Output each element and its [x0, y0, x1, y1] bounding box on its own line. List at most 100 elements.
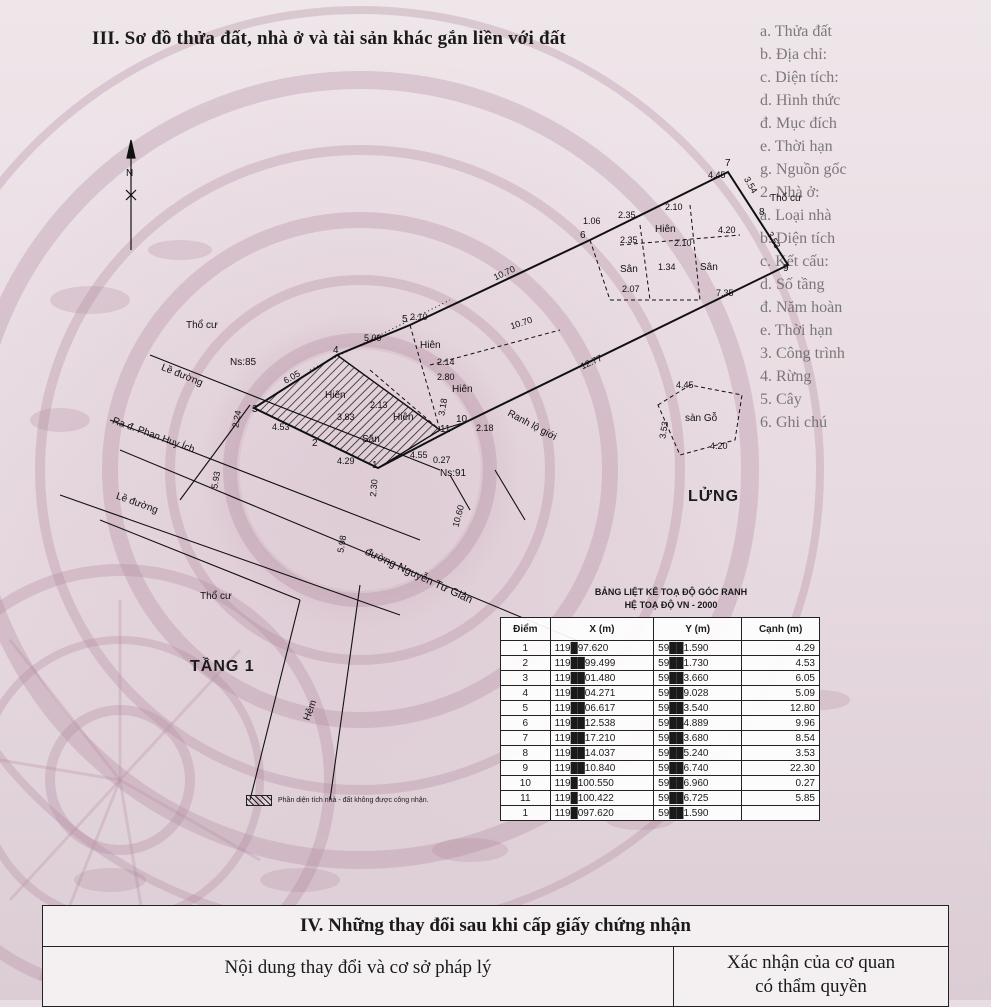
parcel-outline	[251, 170, 790, 470]
dim-label: 2.80	[437, 372, 455, 382]
bleed-line: c. Kết cấu:	[760, 253, 829, 270]
coord-y: 59██3.680	[653, 730, 743, 746]
coord-point: 1	[500, 805, 551, 821]
legend: Phần diện tích nhà - đất không được công…	[246, 795, 429, 806]
point-number: 6	[580, 230, 586, 241]
dim-label: 0.27	[433, 455, 451, 465]
bleed-line: e. Thời hạn	[760, 322, 833, 339]
dim-label: 4.29	[337, 456, 355, 466]
coord-x: 119██06.617	[549, 700, 655, 716]
label-san: Sân	[620, 264, 638, 275]
floor-label-ground: TẦNG 1	[190, 658, 255, 675]
point-number: 3	[252, 404, 258, 415]
coord-x: 119█97.620	[549, 640, 655, 656]
coord-table-header: Điểm X (m) Y (m) Cạnh (m)	[500, 617, 820, 641]
label-hien: Hiên	[393, 412, 414, 423]
dim-label: 2.35	[620, 235, 638, 245]
coord-x: 119█097.620	[549, 805, 655, 821]
coord-point: 2	[500, 655, 551, 671]
dim-label: 4.20	[710, 441, 728, 451]
col-header: Cạnh (m)	[741, 617, 820, 641]
dim-label: 2.14	[437, 357, 455, 367]
coord-edge: 6.05	[741, 670, 820, 686]
coord-x: 119██12.538	[549, 715, 655, 731]
coord-y: 59██6.740	[653, 760, 743, 776]
dim-label: 2.35	[618, 210, 636, 220]
bleed-line: a. Thửa đất	[760, 23, 832, 40]
bleed-line: e. Thời hạn	[760, 138, 833, 155]
point-number: 4	[333, 345, 339, 356]
coord-point: 6	[500, 715, 551, 731]
point-number: 10	[456, 414, 468, 425]
dim-label: 7.35	[716, 288, 734, 298]
point-number: 11	[440, 424, 451, 435]
bleed-line: d. Hình thức	[760, 92, 841, 109]
section4-col-content: Nội dung thay đổi và cơ sở pháp lý	[43, 947, 674, 1007]
legend-text: Phần diện tích nhà - đất không được công…	[278, 797, 429, 804]
coord-x: 119██04.271	[549, 685, 655, 701]
dim-label: 3.83	[337, 412, 355, 422]
coord-point: 11	[500, 790, 551, 806]
section4-col2-line2: có thẩm quyền	[755, 976, 867, 997]
bleed-line: c. Diện tích:	[760, 69, 839, 86]
label-san: Sân	[362, 434, 380, 445]
interior-lines	[369, 204, 741, 431]
section4-title: IV. Những thay đổi sau khi cấp giấy chứn…	[43, 906, 948, 947]
label-tho-cu: Thổ cư	[186, 320, 218, 331]
dim-label: 2.10	[410, 312, 428, 322]
label-san-go: sàn Gỗ	[685, 413, 718, 424]
point-number: 5	[402, 314, 408, 325]
col-header: X (m)	[549, 617, 655, 641]
dim-label: 4.45	[708, 170, 726, 180]
coord-x: 119██17.210	[549, 730, 655, 746]
label-tho-cu: Thổ cư	[200, 591, 232, 602]
bleed-line: 6. Ghi chú	[760, 414, 828, 431]
floor-label-mezzanine: LỬNG	[688, 488, 740, 505]
section4-changes-table: IV. Những thay đổi sau khi cấp giấy chứn…	[42, 905, 949, 1007]
dim-label: 1.34	[658, 262, 676, 272]
label-hien: Hiên	[420, 340, 441, 351]
point-number: 8	[759, 207, 765, 218]
mezzanine-wood-floor	[657, 384, 743, 456]
legend-hatch-swatch	[246, 795, 272, 806]
coord-point: 10	[500, 775, 551, 791]
col-header: Điểm	[500, 617, 551, 641]
coord-y: 59██1.590	[653, 640, 743, 656]
coord-point: 8	[500, 745, 551, 761]
label-san: Sân	[700, 262, 718, 273]
dim-label: 2.30	[368, 478, 380, 498]
bleed-line: đ. Năm hoàn	[760, 299, 843, 316]
bleed-line: g. Nguồn gốc	[760, 161, 847, 178]
coord-edge: 9.96	[741, 715, 820, 731]
coord-x: 119██14.037	[549, 745, 655, 761]
point-number: 7	[725, 158, 731, 169]
dim-label: 2.18	[476, 423, 494, 433]
coord-x: 119█100.422	[549, 790, 655, 806]
coord-x: 119██10.840	[549, 760, 655, 776]
coord-point: 9	[500, 760, 551, 776]
coord-y: 59██1.590	[653, 805, 743, 821]
coord-x: 119██01.480	[549, 670, 655, 686]
point-number: 2	[312, 438, 318, 449]
label-hien: Hiên	[452, 384, 473, 395]
dim-label: 5.09	[364, 333, 382, 343]
dim-label: 2.07	[622, 284, 640, 294]
bleed-line: 2. Nhà ở:	[760, 184, 820, 201]
coord-y: 59██9.028	[653, 685, 743, 701]
label-ns91: Ns:91	[440, 468, 467, 479]
coord-caption-line2: HỆ TOẠ ĐỘ VN - 2000	[624, 600, 718, 610]
coord-point: 7	[500, 730, 551, 746]
coord-point: 5	[500, 700, 551, 716]
bleed-line: 4. Rừng	[760, 368, 812, 385]
coord-edge: 0.27	[741, 775, 820, 791]
section4-col-confirmation: Xác nhận của cơ quan có thẩm quyền	[674, 947, 948, 1007]
